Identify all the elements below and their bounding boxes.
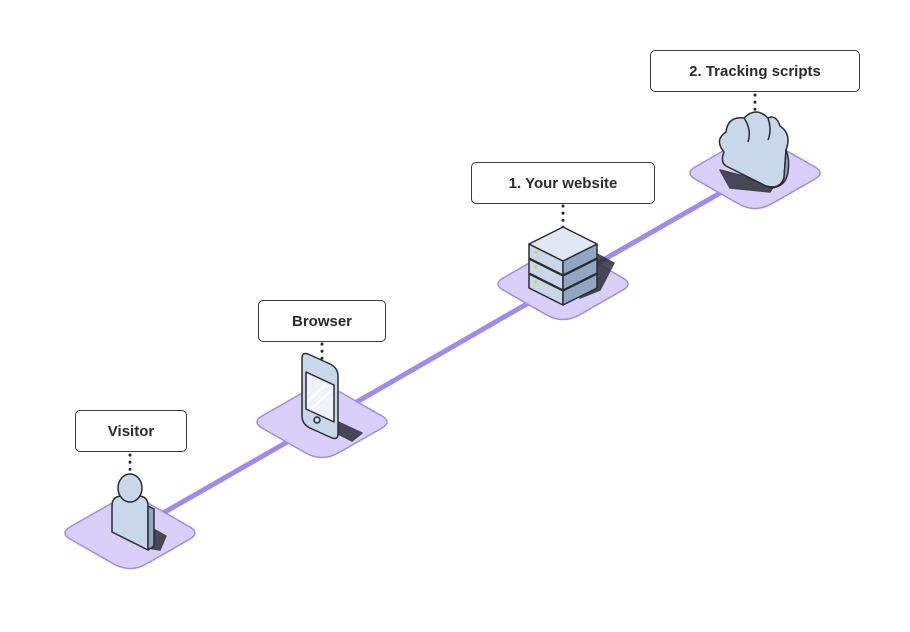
leader-lines [128,93,757,480]
person-icon [111,473,167,551]
visitor-label: Visitor [75,410,187,452]
server-icon [528,226,615,306]
browser-label: Browser [258,300,386,342]
website-label: 1. Your website [471,162,655,204]
connector-line [127,170,758,535]
cloud-icon [718,111,790,193]
smartphone-icon [301,352,363,442]
tracking-label: 2. Tracking scripts [650,50,860,92]
